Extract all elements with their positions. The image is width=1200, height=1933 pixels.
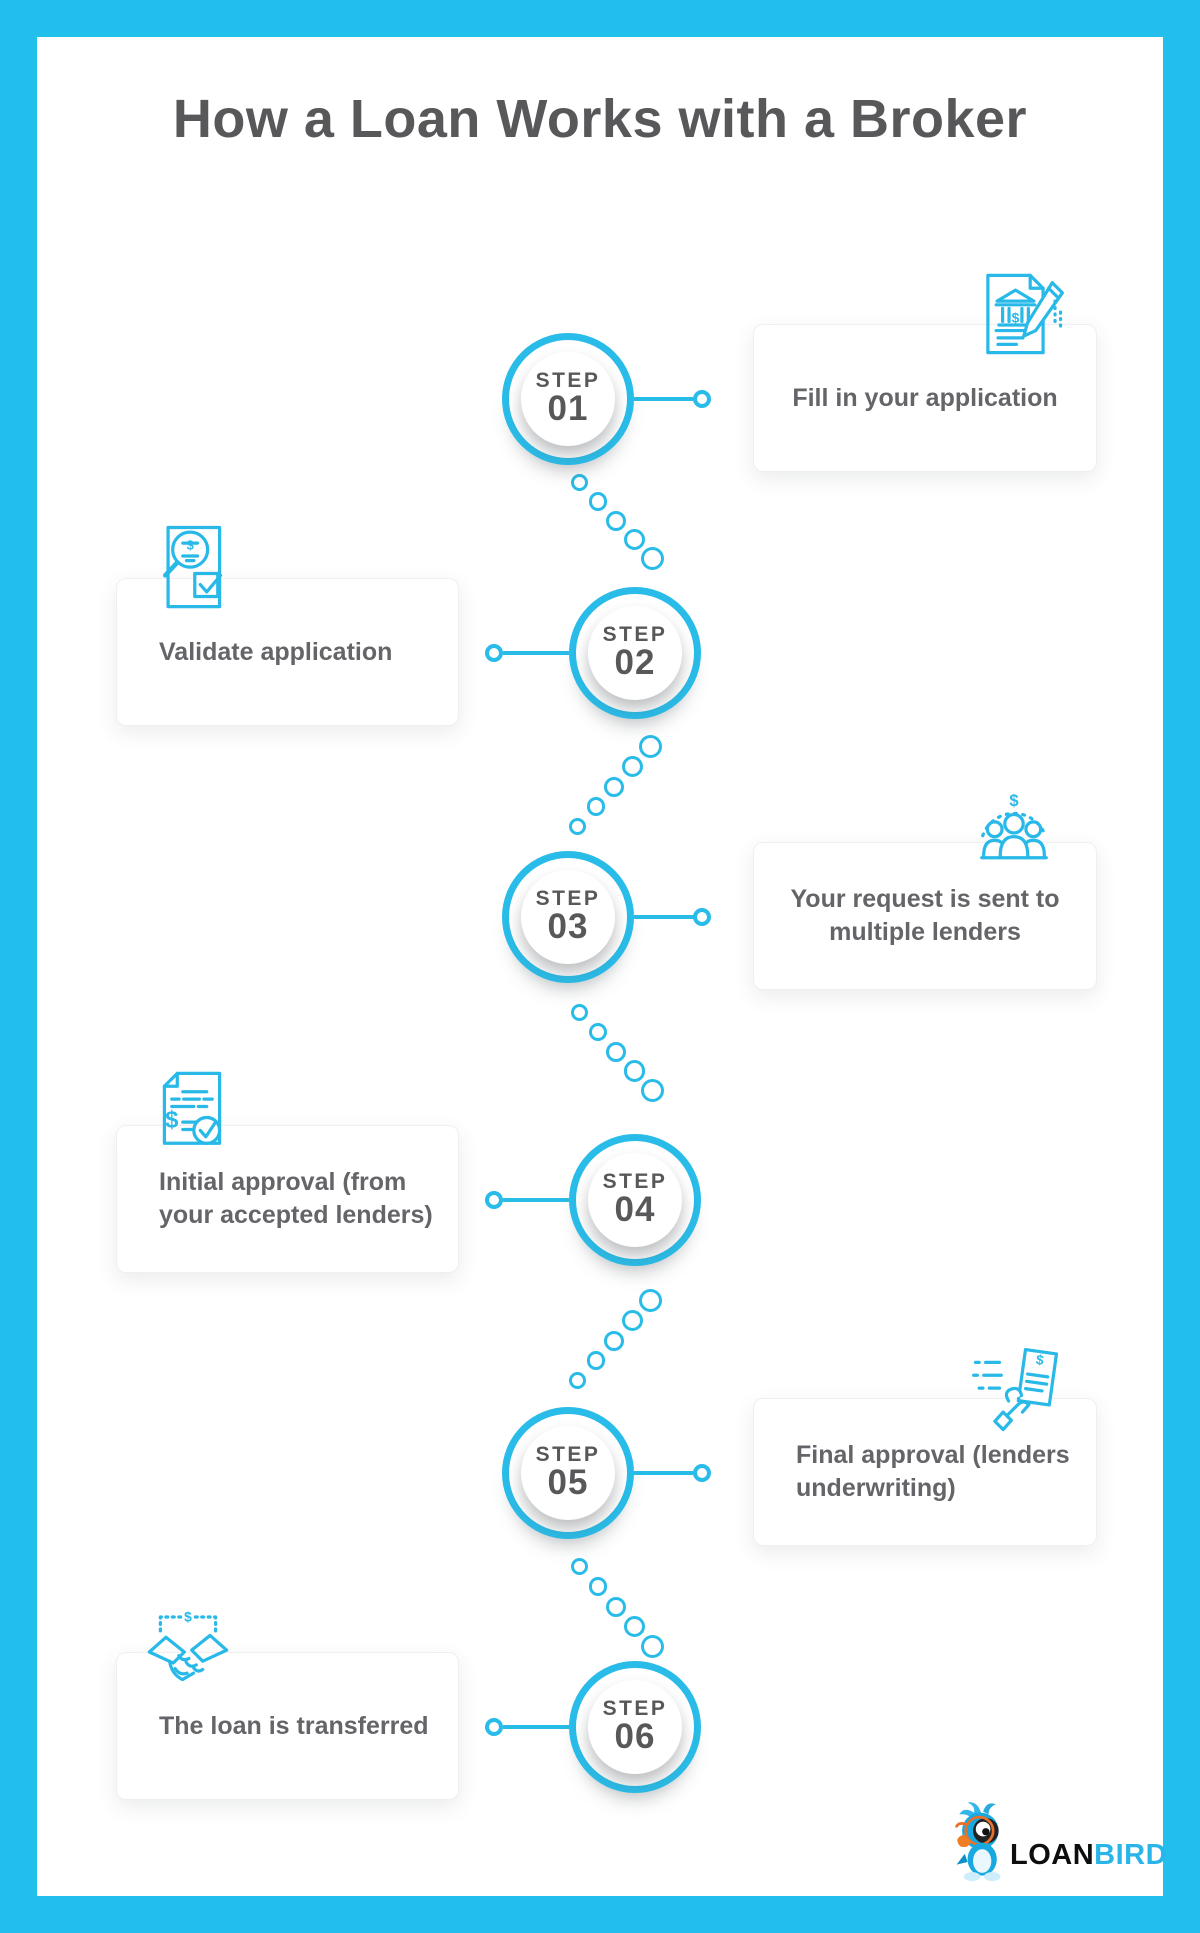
connector-line	[634, 915, 694, 919]
step-2-card: Validate application	[116, 578, 459, 726]
trail-dot	[604, 1330, 624, 1351]
trail-dot	[571, 1004, 588, 1021]
connector-ring	[485, 1191, 503, 1209]
trail-dot	[586, 1351, 605, 1370]
initial-approval-icon: $	[146, 1066, 238, 1158]
trail-dot	[571, 1558, 588, 1575]
svg-text:$: $	[184, 1610, 192, 1625]
validate-application-icon: $	[146, 522, 238, 614]
connector-line	[634, 1471, 694, 1475]
step-card-label: The loan is transferred	[159, 1711, 429, 1740]
multiple-lenders-icon: $	[968, 786, 1060, 878]
connector-ring	[693, 1464, 711, 1482]
step-number: 06	[614, 1717, 656, 1757]
step-card-label: Fill in your application	[792, 383, 1058, 412]
trail-dot	[569, 818, 586, 835]
step-5-badge: STEP 05	[502, 1407, 634, 1539]
trail-dot	[641, 1079, 664, 1102]
step-1-card: Fill in your application	[753, 324, 1097, 472]
trail-dot	[639, 735, 662, 758]
connector-ring	[693, 390, 711, 408]
step-card-label: Your request is sent to multiple lenders	[790, 885, 1060, 946]
step-6-card: The loan is transferred	[116, 1652, 459, 1800]
trail-dot	[588, 492, 607, 511]
trail-dot	[621, 1309, 643, 1332]
step-word: STEP	[535, 1443, 601, 1467]
brand-bird: BIRD	[1094, 1839, 1168, 1871]
trail-dot	[623, 1060, 645, 1082]
step-word: STEP	[535, 369, 601, 393]
brand-loan: LOAN	[1010, 1839, 1095, 1871]
trail-dot	[621, 755, 643, 778]
connector-line	[634, 397, 694, 401]
step-number: 03	[547, 907, 589, 947]
page-title: How a Loan Works with a Broker	[172, 89, 1028, 149]
step-card-label: Initial approval (from your accepted len…	[159, 1168, 433, 1229]
step-1-badge: STEP 01	[502, 333, 634, 465]
connector-ring	[485, 1718, 503, 1736]
connector-line	[503, 1198, 569, 1202]
trail-dot	[604, 776, 624, 797]
step-3-card: Your request is sent to multiple lenders	[753, 842, 1097, 990]
trail-dot	[569, 1372, 586, 1389]
step-number: 01	[547, 389, 589, 429]
trail-dot	[606, 1041, 626, 1062]
step-number: 05	[547, 1463, 589, 1503]
trail-dot	[586, 797, 605, 816]
loanbird-logo: LOANBIRD	[952, 1796, 1167, 1884]
final-approval-icon: $	[970, 1344, 1062, 1436]
trail-dot	[606, 1596, 626, 1617]
connector-line	[503, 651, 569, 655]
bird-mascot-icon	[952, 1796, 1016, 1884]
svg-text:$: $	[1012, 310, 1020, 325]
connector-line	[503, 1725, 569, 1729]
step-6-badge: STEP 06	[569, 1661, 701, 1793]
step-2-badge: STEP 02	[569, 587, 701, 719]
trail-dot	[571, 474, 588, 491]
svg-text:$: $	[1035, 1352, 1045, 1368]
svg-text:$: $	[187, 538, 194, 553]
step-5-card: Final approval (lenders underwriting)	[753, 1398, 1097, 1546]
trail-dot	[588, 1022, 607, 1042]
trail-dot	[606, 510, 626, 531]
loan-transfer-handshake-icon: $	[142, 1606, 234, 1698]
step-4-badge: STEP 04	[569, 1134, 701, 1266]
trail-dot	[623, 1615, 645, 1638]
step-word: STEP	[602, 1170, 668, 1194]
brand-wordmark: LOANBIRD	[1010, 1841, 1167, 1870]
trail-dot	[588, 1577, 607, 1596]
trail-dot	[641, 547, 664, 570]
bank-application-icon: $	[975, 268, 1067, 360]
trail-dot	[623, 528, 645, 551]
svg-text:$: $	[1009, 791, 1018, 810]
svg-text:$: $	[165, 1107, 178, 1134]
step-card-label: Validate application	[159, 637, 393, 666]
connector-ring	[485, 644, 503, 662]
step-word: STEP	[602, 623, 668, 647]
step-word: STEP	[602, 1697, 668, 1721]
step-3-badge: STEP 03	[502, 851, 634, 983]
trail-dot	[639, 1289, 662, 1312]
step-number: 04	[614, 1190, 656, 1230]
step-card-label: Final approval (lenders underwriting)	[796, 1441, 1070, 1502]
trail-dot	[641, 1635, 664, 1658]
connector-ring	[693, 908, 711, 926]
step-number: 02	[614, 643, 656, 683]
step-4-card: Initial approval (from your accepted len…	[116, 1125, 459, 1273]
step-word: STEP	[535, 887, 601, 911]
